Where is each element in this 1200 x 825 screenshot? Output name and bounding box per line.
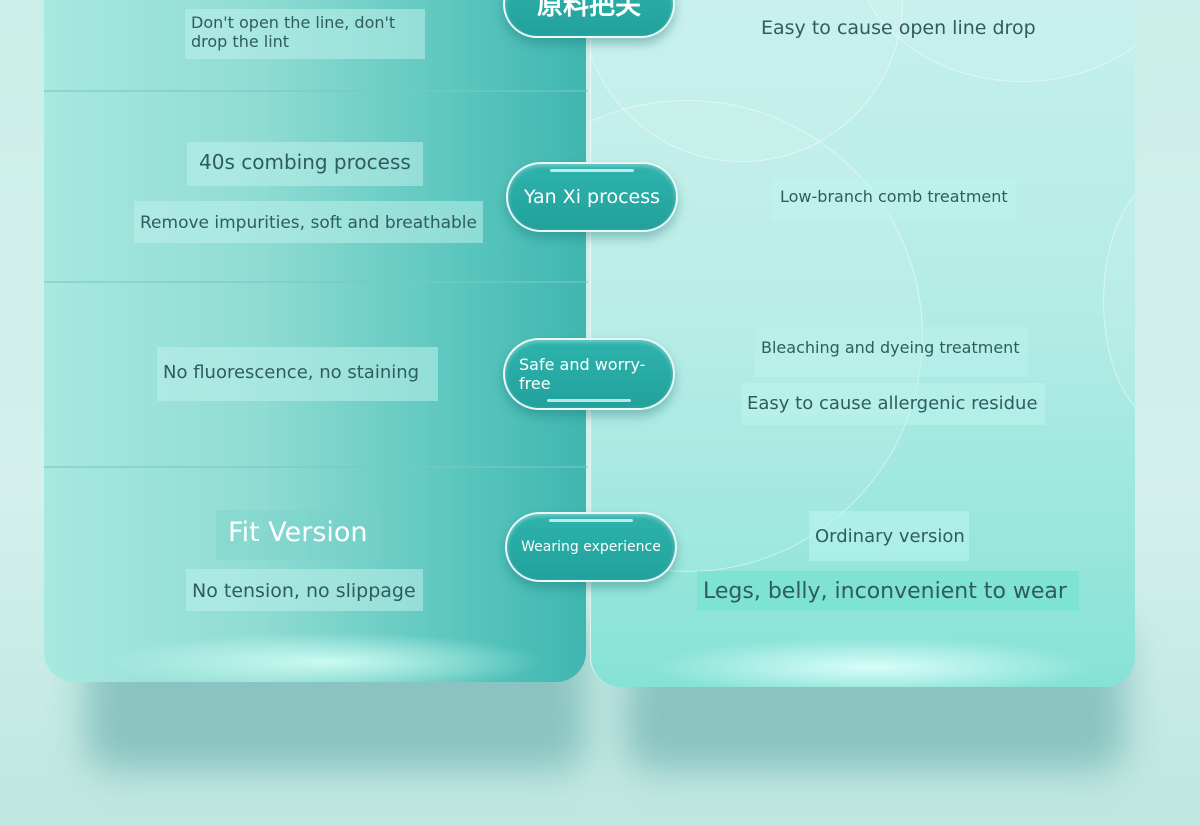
badge-label: Yan Xi process bbox=[523, 186, 661, 208]
left-text: No fluorescence, no staining bbox=[163, 362, 420, 383]
badge-gloss bbox=[547, 399, 631, 402]
badge-label: Safe and worry-free bbox=[519, 355, 646, 393]
left-title-row-4: Fit Version bbox=[216, 510, 380, 560]
left-text: No tension, no slippage bbox=[192, 580, 416, 602]
row-divider bbox=[44, 90, 588, 92]
left-text-row-1: Don't open the line, don't drop the lint bbox=[185, 9, 425, 59]
right-text: Easy to cause allergenic residue bbox=[747, 393, 1038, 414]
badge-row-3: Safe and worry-free bbox=[503, 338, 675, 410]
right-text: Legs, belly, inconvenient to wear bbox=[703, 579, 1067, 604]
left-title-row-2: 40s combing process bbox=[187, 142, 423, 186]
badge-row-2: Yan Xi process bbox=[506, 162, 678, 232]
header-title: 原料把关 bbox=[536, 0, 641, 21]
row-divider bbox=[44, 281, 588, 283]
right-title-row-3: Bleaching and dyeing treatment bbox=[755, 327, 1028, 377]
badge-label: Wearing experience bbox=[521, 539, 661, 555]
badge-header-title: 原料把关 bbox=[503, 0, 675, 38]
decorative-circle bbox=[1103, 180, 1135, 422]
right-sub-row-3: Easy to cause allergenic residue bbox=[741, 383, 1045, 425]
right-text-row-2: Low-branch comb treatment bbox=[772, 178, 1016, 220]
left-sub-row-4: No tension, no slippage bbox=[186, 569, 423, 611]
row-divider bbox=[44, 466, 588, 468]
badge-gloss bbox=[549, 519, 633, 522]
right-text: Ordinary version bbox=[815, 526, 965, 547]
right-sub-row-4: Legs, belly, inconvenient to wear bbox=[697, 571, 1079, 611]
left-text: 40s combing process bbox=[199, 150, 411, 174]
left-comparison-panel bbox=[44, 0, 586, 682]
left-text-row-3: No fluorescence, no staining bbox=[157, 347, 438, 401]
badge-row-4: Wearing experience bbox=[505, 512, 677, 582]
right-text: Bleaching and dyeing treatment bbox=[761, 338, 1020, 357]
right-title-row-4: Ordinary version bbox=[809, 511, 969, 561]
right-text: Low-branch comb treatment bbox=[780, 187, 1008, 206]
right-text: Easy to cause open line drop bbox=[761, 17, 1036, 39]
left-text: Fit Version bbox=[228, 517, 368, 548]
left-sub-row-2: Remove impurities, soft and breathable bbox=[134, 201, 483, 243]
badge-gloss bbox=[550, 169, 634, 172]
right-text-row-1: Easy to cause open line drop bbox=[755, 13, 1042, 47]
left-text: Don't open the line, don't drop the lint bbox=[191, 13, 396, 51]
left-text: Remove impurities, soft and breathable bbox=[140, 213, 477, 233]
